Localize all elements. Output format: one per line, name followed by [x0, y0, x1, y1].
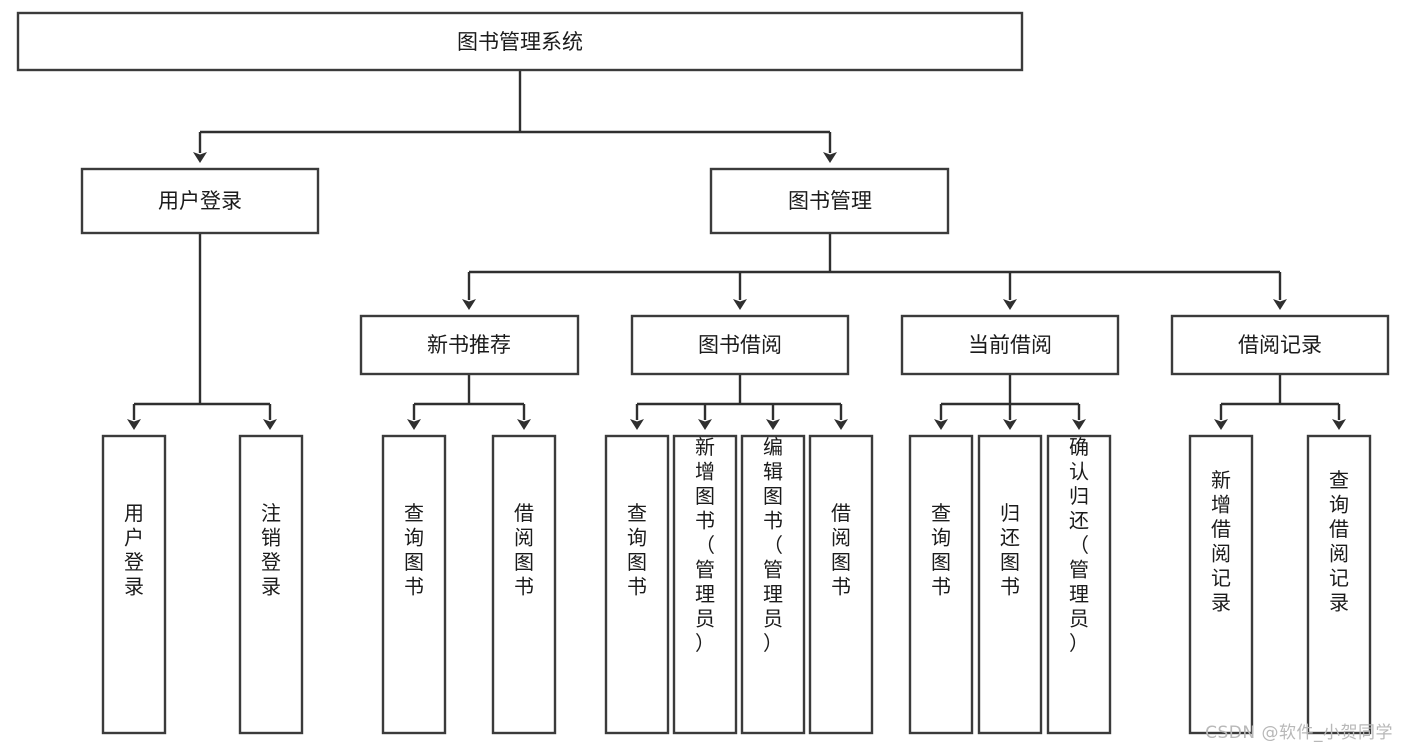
- leaf-current-borrow-2-label: 归还图书: [1000, 501, 1020, 599]
- leaf-current-borrow-3-label: 确认归还（管理员）: [1069, 435, 1089, 655]
- leaf-book-borrow-4-label: 借阅图书: [831, 501, 851, 599]
- leaf-user-login-2[interactable]: 注销登录: [238, 434, 304, 735]
- leaf-book-borrow-1[interactable]: 查询图书: [604, 434, 670, 735]
- leaf-user-login-1[interactable]: 用户登录: [101, 434, 167, 735]
- connector-group-current-borrow: [934, 374, 1086, 430]
- leaf-new-book-1-label: 查询图书: [404, 501, 424, 599]
- leaf-borrow-record-2-label: 查询借阅记录: [1329, 468, 1349, 615]
- leaf-book-borrow-2[interactable]: 新增图书（管理员）: [672, 434, 738, 735]
- leaf-book-borrow-3[interactable]: 编辑图书（管理员）: [740, 434, 806, 735]
- node-borrow-record[interactable]: 借阅记录: [1170, 314, 1390, 376]
- node-borrow-record-label: 借阅记录: [1238, 333, 1322, 357]
- node-root-label: 图书管理系统: [457, 30, 583, 54]
- connector-group-book-manage: [462, 233, 1287, 310]
- leaf-new-book-2-label: 借阅图书: [514, 501, 534, 599]
- connector-group-user-login: [127, 233, 277, 430]
- leaf-book-borrow-4[interactable]: 借阅图书: [808, 434, 874, 735]
- leaf-new-book-2[interactable]: 借阅图书: [491, 434, 557, 735]
- node-book-manage-label: 图书管理: [788, 189, 872, 213]
- leaf-borrow-record-1-label: 新增借阅记录: [1211, 468, 1231, 615]
- leaf-user-login-2-label: 注销登录: [261, 501, 281, 599]
- csdn-watermark: CSDN @软件_小贺同学: [1205, 723, 1393, 743]
- node-current-borrow-label: 当前借阅: [968, 333, 1052, 357]
- node-book-borrow[interactable]: 图书借阅: [630, 314, 850, 376]
- node-current-borrow[interactable]: 当前借阅: [900, 314, 1120, 376]
- leaf-borrow-record-2[interactable]: 查询借阅记录: [1306, 434, 1372, 735]
- connector-group-borrow-record: [1214, 374, 1346, 430]
- leaf-user-login-1-label: 用户登录: [124, 501, 144, 599]
- node-user-login-label: 用户登录: [158, 189, 242, 213]
- connector-group-new-book: [407, 374, 531, 430]
- node-root[interactable]: 图书管理系统: [16, 11, 1024, 72]
- connector-group-root: [193, 70, 837, 163]
- leaf-current-borrow-2[interactable]: 归还图书: [977, 434, 1043, 735]
- node-book-borrow-label: 图书借阅: [698, 333, 782, 357]
- leaf-new-book-1[interactable]: 查询图书: [381, 434, 447, 735]
- node-user-login[interactable]: 用户登录: [80, 167, 320, 235]
- node-new-book[interactable]: 新书推荐: [359, 314, 580, 376]
- leaf-current-borrow-3[interactable]: 确认归还（管理员）: [1046, 434, 1112, 735]
- leaf-current-borrow-1[interactable]: 查询图书: [908, 434, 974, 735]
- node-book-manage[interactable]: 图书管理: [709, 167, 950, 235]
- node-new-book-label: 新书推荐: [427, 333, 511, 357]
- leaf-current-borrow-1-label: 查询图书: [931, 501, 951, 599]
- leaf-book-borrow-2-label: 新增图书（管理员）: [695, 435, 715, 655]
- leaf-book-borrow-1-label: 查询图书: [627, 501, 647, 599]
- connector-group-book-borrow: [630, 374, 848, 430]
- leaf-borrow-record-1[interactable]: 新增借阅记录: [1188, 434, 1254, 735]
- leaf-book-borrow-3-label: 编辑图书（管理员）: [763, 435, 783, 655]
